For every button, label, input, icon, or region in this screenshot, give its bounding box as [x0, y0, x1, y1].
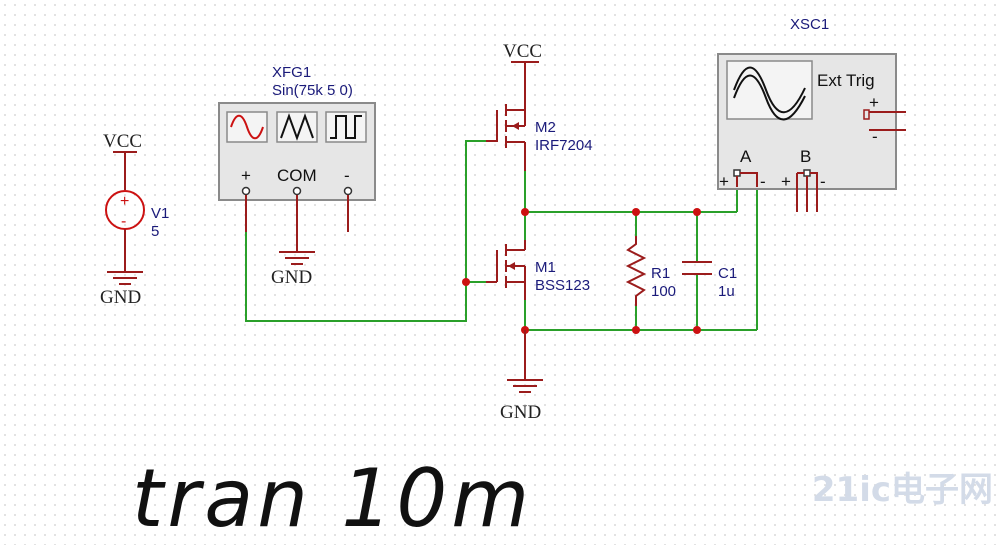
m2-part: IRF7204: [535, 137, 593, 154]
v1-value: 5: [151, 223, 159, 240]
xfg1-setting: Sin(75k 5 0): [272, 82, 353, 99]
svg-text:-: -: [121, 213, 126, 230]
xfg1-plus-label: +: [241, 166, 251, 185]
v1-ref: V1: [151, 205, 169, 222]
simulation-command: tran 10m: [132, 452, 534, 545]
v1-source[interactable]: + -: [105, 151, 145, 285]
c1-value: 1u: [718, 283, 735, 300]
xsc1-channel-b-label: B: [800, 147, 811, 166]
m1-ref: M1: [535, 259, 556, 276]
sine-wave-icon[interactable]: [226, 111, 268, 143]
xsc1-a-plus: +: [719, 172, 729, 191]
vcc-label-left: VCC: [103, 131, 142, 152]
xsc1-ext-trig-label: Ext Trig: [817, 71, 875, 90]
watermark-logo: 21ic电子网: [811, 470, 993, 510]
gnd-label-fg: GND: [271, 267, 312, 288]
m1-part: BSS123: [535, 277, 590, 294]
xsc1-trig-minus: -: [872, 127, 878, 146]
function-generator-xfg1[interactable]: [218, 102, 376, 201]
r1-resistor[interactable]: [625, 236, 647, 306]
r1-value: 100: [651, 283, 676, 300]
r1-ref: R1: [651, 265, 670, 282]
xfg1-ref: XFG1: [272, 64, 311, 81]
xsc1-b-minus: -: [820, 172, 826, 191]
c1-ref: C1: [718, 265, 737, 282]
square-wave-icon[interactable]: [325, 111, 367, 143]
gnd-label-main: GND: [500, 402, 541, 423]
gnd-label-v1: GND: [100, 287, 141, 308]
c1-capacitor[interactable]: [682, 261, 712, 275]
xfg1-com-label: COM: [277, 166, 317, 185]
oscilloscope-xsc1[interactable]: [717, 53, 906, 212]
vcc-label-top: VCC: [503, 41, 542, 62]
scope-screen-icon: [726, 60, 813, 121]
svg-text:+: +: [120, 193, 129, 210]
m2-ref: M2: [535, 119, 556, 136]
xsc1-channel-a-label: A: [740, 147, 752, 166]
m1-nmos-transistor[interactable]: [486, 240, 526, 300]
schematic-canvas: + - VCC V1 5 GND XFG1 Sin(75k 5 0) + COM…: [100, 16, 906, 423]
xfg1-minus-label: -: [344, 166, 350, 185]
xsc1-trig-plus: +: [869, 93, 879, 112]
xsc1-ref: XSC1: [790, 16, 829, 33]
m2-pmos-transistor[interactable]: [486, 61, 539, 171]
triangle-wave-icon[interactable]: [276, 111, 318, 143]
xsc1-b-plus: +: [781, 172, 791, 191]
xsc1-a-minus: -: [760, 172, 766, 191]
